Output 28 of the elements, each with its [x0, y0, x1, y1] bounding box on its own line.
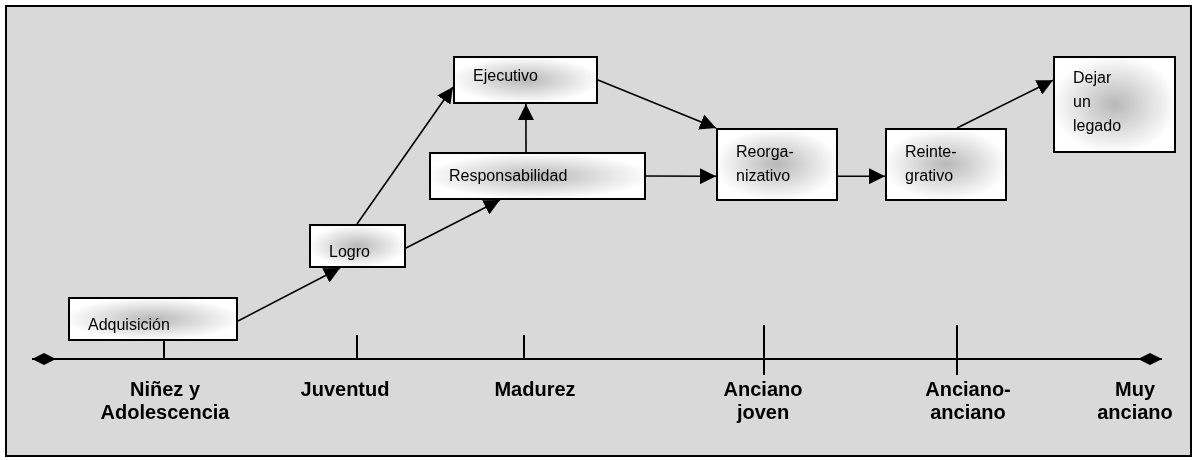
stage-label: Ejecutivo — [472, 66, 538, 86]
age-label: Anciano-anciano — [924, 378, 1012, 424]
stage-label: Dejar un legado — [1072, 68, 1123, 136]
stage-label: Reorga- nizativo — [735, 142, 795, 186]
stage-label: Adquisición — [87, 315, 170, 335]
stage-label: Logro — [328, 242, 370, 262]
stage-box — [68, 297, 238, 341]
arrow — [405, 199, 501, 249]
arrow — [517, 103, 534, 153]
arrow — [237, 267, 341, 322]
stage-label: Reinte- grativo — [904, 142, 958, 186]
arrow — [597, 79, 717, 130]
stage-box — [453, 56, 598, 104]
stage-label: Responsabilidad — [448, 166, 568, 186]
age-label: Muy anciano — [1096, 378, 1174, 424]
stage-box — [309, 224, 406, 268]
stage-box — [429, 152, 646, 200]
arrow — [837, 168, 886, 185]
age-label: Anciano joven — [722, 378, 804, 424]
stage-box — [885, 128, 1007, 201]
arrow — [356, 86, 454, 225]
stage-box — [716, 128, 838, 201]
arrow — [645, 168, 717, 185]
age-label: Madurez — [493, 378, 577, 401]
age-label: Juventud — [299, 378, 391, 401]
age-label: Niñez y Adolescencia — [99, 378, 231, 424]
arrow — [956, 79, 1054, 129]
stage-box — [1053, 56, 1176, 153]
